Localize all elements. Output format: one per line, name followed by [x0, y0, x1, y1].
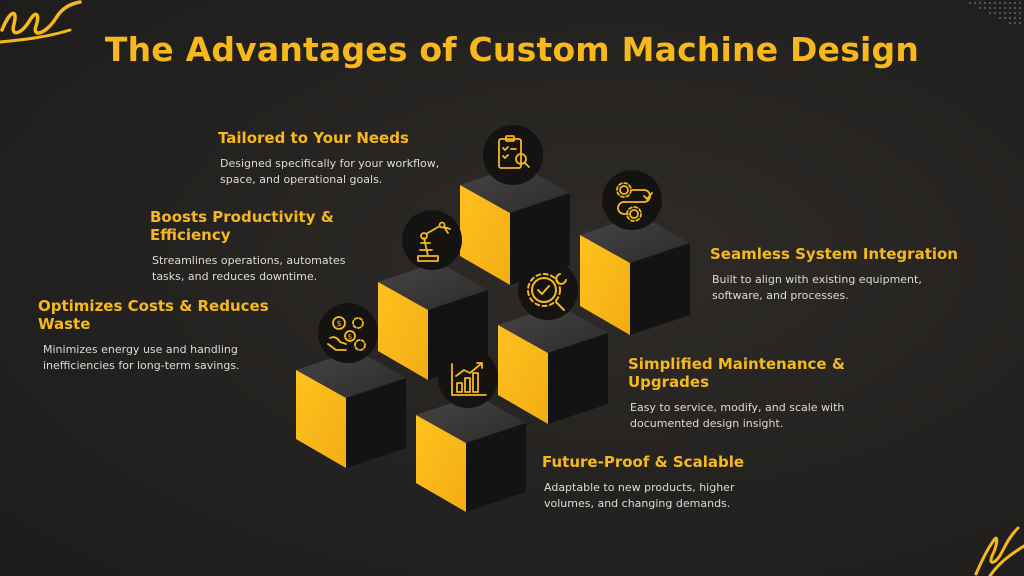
checklist-magnifier-icon: [483, 125, 543, 185]
cost-savings-gears-icon: $ $: [318, 303, 378, 363]
page-title: The Advantages of Custom Machine Design: [104, 30, 920, 69]
advantage-productivity: Boosts Productivity & Efficiency Streaml…: [150, 208, 410, 285]
squiggle-decoration-bottom-right: [974, 526, 1024, 576]
advantage-description-line: space, and operational goals.: [220, 173, 383, 186]
advantage-description-line: Easy to service, modify, and scale with: [630, 401, 845, 414]
advantage-description-line: Minimizes energy use and handling: [43, 343, 238, 356]
advantage-costs: Optimizes Costs & Reduces Waste Minimize…: [38, 297, 308, 374]
advantage-title: Simplified Maintenance & Upgrades: [628, 355, 845, 391]
svg-text:$: $: [336, 319, 341, 328]
advantage-tailored: Tailored to Your Needs Designed specific…: [218, 129, 478, 188]
cube-future-proof: [416, 395, 526, 512]
advantage-maintenance: Simplified Maintenance & Upgrades Easy t…: [628, 355, 928, 432]
cube-maintenance: [498, 305, 608, 424]
advantage-future-proof: Future-Proof & Scalable Adaptable to new…: [542, 453, 802, 512]
cube-integration: [580, 215, 690, 335]
advantage-title: Future-Proof & Scalable: [542, 453, 745, 471]
growth-chart-icon: [438, 348, 498, 408]
svg-text:$: $: [348, 333, 352, 341]
advantage-description-line: tasks, and reduces downtime.: [152, 270, 318, 283]
advantage-description-line: software, and processes.: [712, 289, 849, 302]
advantage-title: Seamless System Integration: [710, 245, 958, 263]
advantage-title: Boosts Productivity & Efficiency: [150, 208, 334, 244]
squiggle-decoration-top-left: [0, 0, 82, 44]
advantage-title: Optimizes Costs & Reduces Waste: [38, 297, 269, 333]
advantage-description-line: inefficiencies for long-term savings.: [43, 359, 240, 372]
robotic-arm-icon: [402, 210, 462, 270]
advantage-description-line: Adaptable to new products, higher: [544, 481, 735, 494]
cube-costs: [296, 350, 406, 468]
advantage-title: Tailored to Your Needs: [218, 129, 409, 147]
advantage-description-line: documented design insight.: [630, 417, 784, 430]
advantage-description-line: Streamlines operations, automates: [152, 254, 346, 267]
advantage-description-line: Designed specifically for your workflow,: [220, 157, 440, 170]
advantage-description-line: Built to align with existing equipment,: [712, 273, 922, 286]
advantage-integration: Seamless System Integration Built to ali…: [710, 245, 960, 304]
integration-gears-icon: [602, 170, 662, 230]
advantage-description-line: volumes, and changing demands.: [544, 497, 731, 510]
gear-wrench-check-icon: [518, 260, 578, 320]
dot-pattern-top-right: [969, 2, 1021, 24]
